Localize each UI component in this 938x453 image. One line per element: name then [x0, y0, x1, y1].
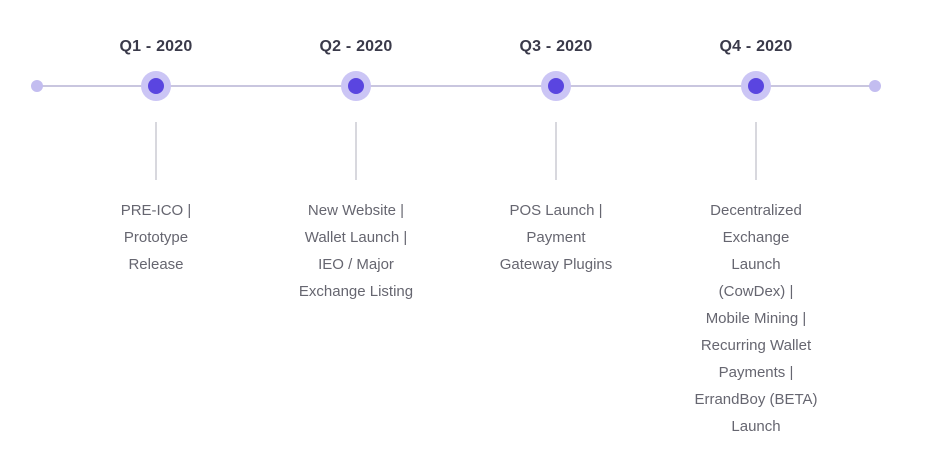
milestone-connector: [355, 122, 357, 180]
milestone-marker: [541, 71, 571, 101]
milestone-marker: [341, 71, 371, 101]
milestone-description: PRE-ICO | Prototype Release: [66, 197, 246, 278]
milestone-description-line: Gateway Plugins: [499, 256, 613, 273]
milestone-description-line: Payment: [526, 229, 586, 246]
milestone-description-line: Payments |: [718, 364, 794, 381]
milestone-quarter-label: Q3 - 2020: [519, 38, 593, 55]
milestone-marker-dot: [348, 78, 364, 94]
milestone-marker: [141, 71, 171, 101]
milestone-description-line: Decentralized: [710, 202, 802, 219]
milestone-quarter-label: Q2 - 2020: [319, 38, 393, 55]
milestone-connector: [155, 122, 157, 180]
timeline-axis-line: [37, 85, 875, 87]
milestone-description-line: Recurring Wallet: [700, 337, 812, 354]
milestone-q4: Q4 - 2020 Decentralized Exchange Launch …: [666, 0, 846, 453]
timeline-start-dot: [31, 80, 43, 92]
milestone-description-line: POS Launch |: [509, 202, 603, 219]
milestone-q3: Q3 - 2020 POS Launch | Payment Gateway P…: [466, 0, 646, 453]
milestone-description-line: IEO / Major: [318, 256, 394, 273]
milestone-marker-dot: [748, 78, 764, 94]
milestone-connector: [555, 122, 557, 180]
milestone-description-line: Exchange: [722, 229, 790, 246]
milestone-description-line: New Website |: [307, 202, 405, 219]
milestone-description: Decentralized Exchange Launch (CowDex) |…: [666, 197, 846, 440]
milestone-description: POS Launch | Payment Gateway Plugins: [466, 197, 646, 278]
milestone-description-line: (CowDex) |: [718, 283, 794, 300]
milestone-description-line: PRE-ICO |: [120, 202, 192, 219]
milestone-description-line: Launch: [731, 256, 781, 273]
milestone-quarter-label: Q1 - 2020: [119, 38, 193, 55]
milestone-description-line: ErrandBoy (BETA): [694, 391, 818, 408]
milestone-connector: [755, 122, 757, 180]
milestone-description-line: Prototype: [123, 229, 189, 246]
milestone-q1: Q1 - 2020 PRE-ICO | Prototype Release: [66, 0, 246, 453]
milestone-description-line: Launch: [731, 418, 781, 435]
timeline-end-dot: [869, 80, 881, 92]
milestone-quarter-label: Q4 - 2020: [719, 38, 793, 55]
milestone-description-line: Exchange Listing: [298, 283, 414, 300]
milestone-marker-dot: [148, 78, 164, 94]
milestone-description-line: Wallet Launch |: [304, 229, 408, 246]
milestone-marker: [741, 71, 771, 101]
milestone-q2: Q2 - 2020 New Website | Wallet Launch | …: [266, 0, 446, 453]
milestone-marker-dot: [548, 78, 564, 94]
milestone-description-line: Mobile Mining |: [705, 310, 807, 327]
milestone-description-line: Release: [128, 256, 184, 273]
milestone-description: New Website | Wallet Launch | IEO / Majo…: [266, 197, 446, 305]
